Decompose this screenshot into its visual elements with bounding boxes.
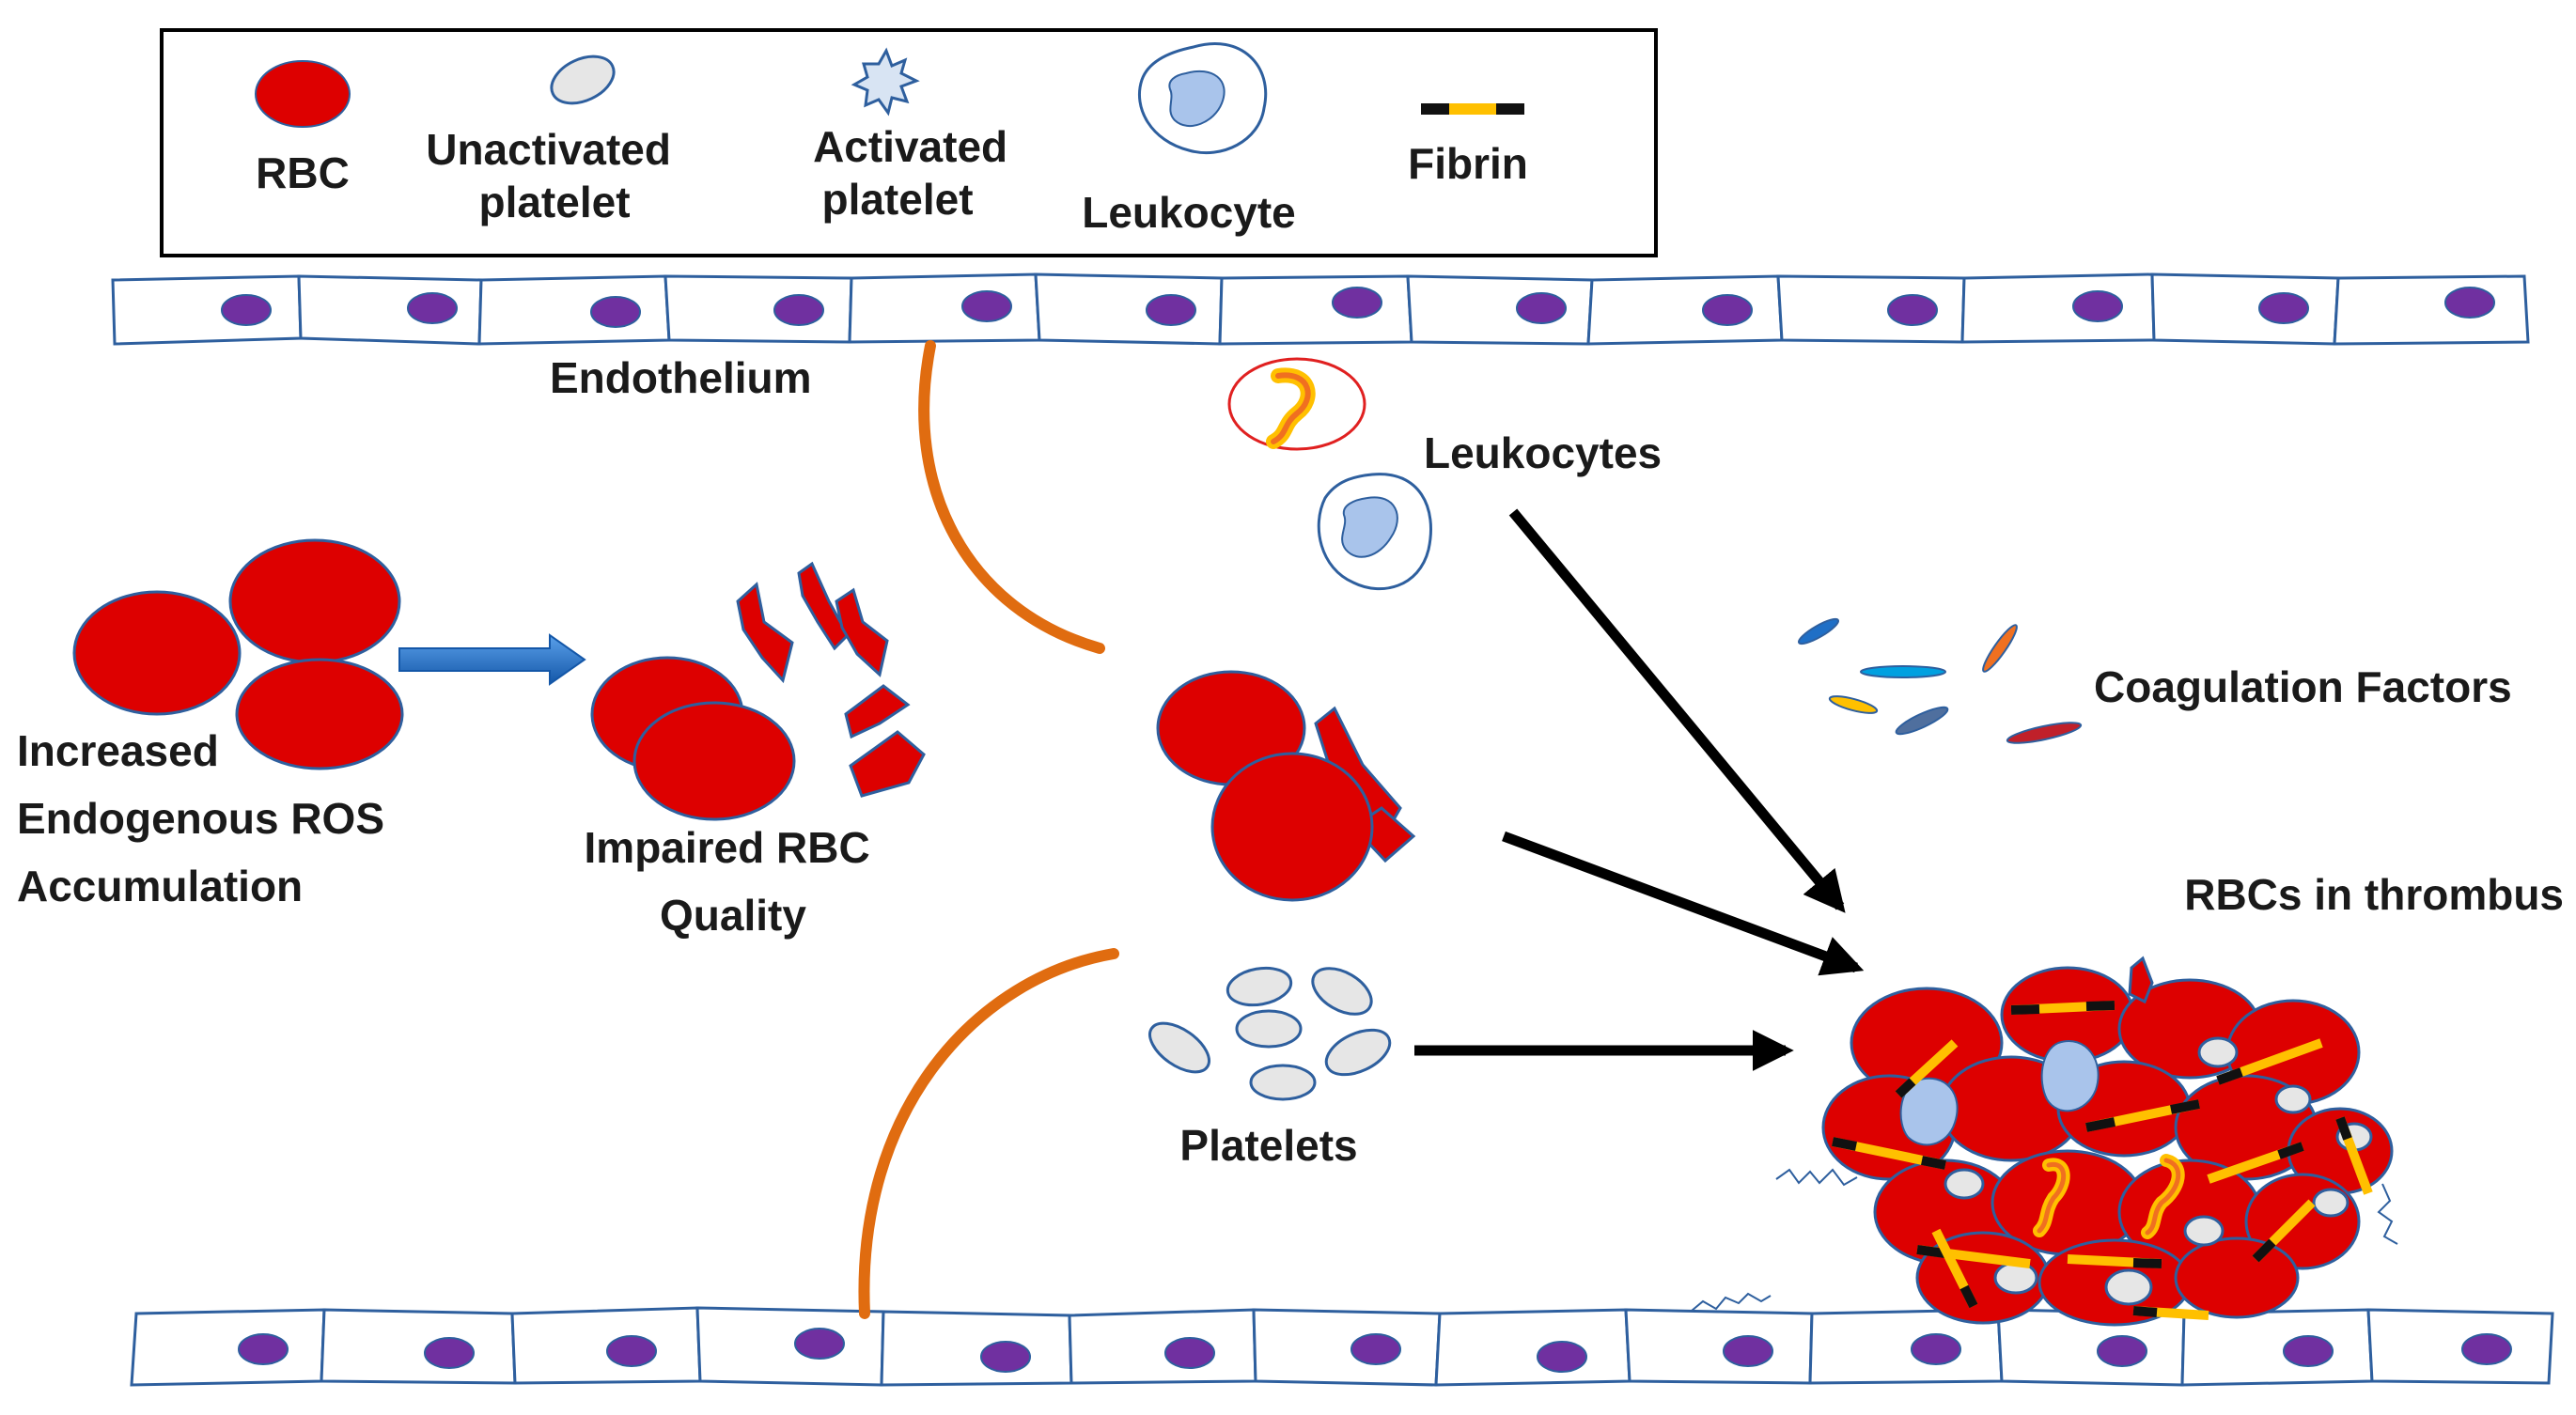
leukocytes-to-thrombus-arrow	[1508, 508, 1846, 913]
ros-label: Increased Endogenous ROS Accumulation	[17, 726, 397, 910]
ros-to-impaired-arrow	[398, 633, 586, 686]
thrombus	[1691, 956, 2398, 1327]
legend: RBC Unactivated platelet Activated plate…	[160, 28, 1658, 257]
center-rbc-group	[1156, 670, 1416, 902]
legend-unactivated-platelet-icon	[550, 54, 616, 105]
upper-vessel-arc	[918, 340, 1105, 654]
platelets-group	[1148, 966, 1392, 1101]
legend-leukocyte-nucleus-icon	[1168, 70, 1226, 127]
lower-vessel-arc	[858, 948, 1119, 1319]
legend-unactivated-platelet-label: Unactivated platelet	[426, 125, 683, 226]
bottom-endothelium	[130, 1306, 2554, 1387]
leukocytes-label: Leukocytes	[1424, 428, 1662, 477]
healthy-rbc-group	[72, 538, 404, 770]
legend-rbc-icon	[255, 60, 351, 128]
rbc-to-thrombus-arrow	[1502, 831, 1865, 976]
legend-fibrin-icon	[1421, 103, 1524, 115]
legend-box	[160, 28, 1658, 257]
leukocyte-neutrophil-icon	[1227, 357, 1366, 451]
legend-leukocyte-label: Leukocyte	[1082, 188, 1296, 237]
legend-rbc-label: RBC	[256, 148, 350, 197]
thrombus-label: RBCs in thrombus	[2184, 870, 2564, 919]
top-endothelium-nuclei	[221, 287, 2495, 328]
coagulation-factors-icon	[1798, 617, 2083, 744]
impaired-rbc-group	[590, 561, 926, 821]
endothelium-label: Endothelium	[550, 353, 812, 402]
top-endothelium	[111, 272, 2530, 346]
legend-activated-platelet-icon	[851, 47, 920, 117]
bottom-endothelium-nuclei	[238, 1328, 2512, 1373]
legend-activated-platelet-label: Activated platelet	[813, 122, 1020, 224]
platelets-label: Platelets	[1179, 1121, 1357, 1170]
legend-fibrin-label: Fibrin	[1408, 139, 1528, 188]
impaired-rbc-label: Impaired RBC Quality	[585, 823, 882, 940]
leukocyte-monocyte-icon	[1317, 473, 1432, 591]
coagulation-factors-label: Coagulation Factors	[2094, 662, 2512, 711]
